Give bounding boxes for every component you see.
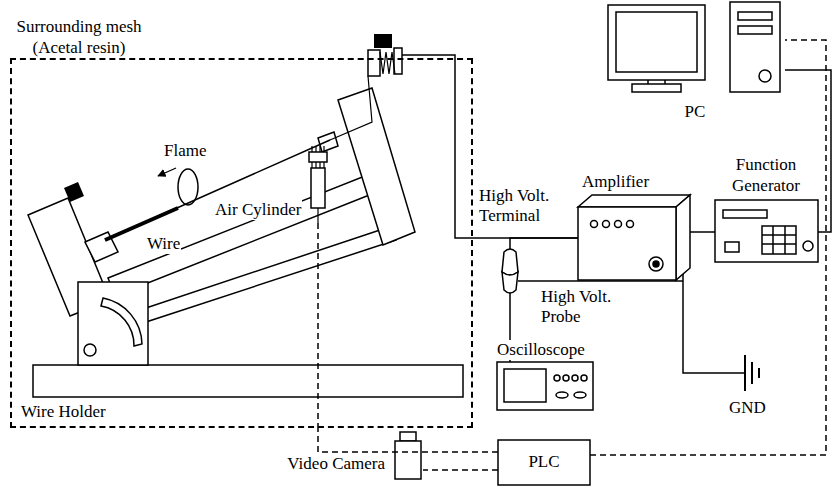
node-heading: Video Camera (287, 454, 385, 474)
holder-base (33, 365, 463, 397)
spring-coil (380, 52, 395, 74)
amp-front (578, 207, 676, 280)
signal-wire (785, 70, 831, 232)
ground-symbol (745, 355, 759, 391)
node-heading: Function Generator (711, 155, 821, 196)
scope-screen (504, 369, 546, 402)
amplifier: Amplifier (578, 193, 690, 282)
scope-input (574, 392, 586, 398)
lower-rail (140, 226, 396, 322)
air-cylinder (311, 168, 325, 208)
wire-label: Wire (146, 234, 181, 254)
power-button (759, 70, 771, 82)
scope-knob (554, 375, 560, 381)
clamp-knob (64, 182, 84, 202)
wire-guide (318, 132, 338, 152)
igniter-bristles (312, 146, 324, 168)
probe-label: High Volt. Probe (540, 287, 634, 328)
fg-keys (762, 226, 796, 254)
amp-knob-center (653, 261, 659, 267)
angle-block (78, 282, 148, 365)
camera-lens (400, 432, 416, 441)
signal-wire (690, 231, 715, 233)
pc-tower (730, 2, 780, 92)
plc-box: PLC (498, 440, 590, 485)
amp-led (603, 221, 610, 228)
wire-to-spring (330, 76, 372, 140)
fg-keypad (762, 226, 796, 254)
camera-body (395, 441, 421, 479)
scope-knob (563, 375, 569, 381)
control-line (318, 428, 498, 452)
tension-knob (374, 34, 392, 48)
wire (105, 140, 330, 240)
terminal-label: High Volt. Terminal (478, 186, 572, 227)
fg-button (725, 242, 739, 252)
amp-led (615, 221, 622, 228)
fg-case (715, 200, 818, 262)
angle-slot (101, 298, 142, 346)
air-line (317, 223, 319, 428)
scope-input (556, 392, 568, 398)
flame-label: Flame (163, 141, 208, 161)
pc-node: PC (605, 0, 785, 122)
monitor-screen (616, 12, 697, 72)
amp-led (627, 221, 634, 228)
amp-side (676, 195, 690, 280)
scope-knob (572, 375, 578, 381)
node-heading: Oscilloscope (497, 340, 585, 360)
flame-symbol (178, 169, 198, 205)
ground-wire (683, 274, 745, 373)
hv-probe-body (502, 272, 518, 293)
spring-mount (368, 50, 380, 76)
hv-wire (402, 55, 473, 238)
ground-label: GND (728, 398, 767, 418)
angle-screw (84, 344, 96, 356)
amp-led (591, 221, 598, 228)
scope-knob (581, 375, 587, 381)
probe-ground-wire (518, 280, 683, 282)
surrounding-mesh: Surrounding mesh (Acetal resin) (10, 58, 473, 428)
drive-bay (738, 26, 772, 34)
control-line (423, 469, 498, 471)
holder-label: Wire Holder (20, 402, 107, 422)
right-plate (338, 88, 415, 245)
cylinder-label: Air Cylinder (214, 200, 302, 220)
spring-cap (394, 48, 402, 74)
cylinder-rod (317, 208, 318, 223)
igniter-head (309, 152, 327, 162)
control-line (590, 40, 826, 455)
function-generator: Function Generator (715, 200, 818, 262)
plc-case (498, 440, 590, 485)
monitor-foot (632, 84, 681, 92)
node-heading: PLC (528, 452, 559, 472)
scope-case (497, 362, 593, 410)
fg-display (723, 210, 767, 218)
amp-knob (649, 257, 663, 271)
hv-probe-head (502, 249, 518, 275)
video-camera: Video Camera (393, 430, 423, 480)
amp-top (578, 195, 690, 207)
node-heading: Surrounding mesh (Acetal resin) (4, 17, 154, 58)
drive-bay (738, 12, 772, 20)
fg-knob (803, 241, 813, 251)
spread-arrow (158, 168, 176, 176)
monitor (608, 5, 705, 80)
node-heading: PC (605, 102, 785, 122)
node-heading: Amplifier (582, 172, 649, 192)
oscilloscope: Oscilloscope (497, 362, 593, 410)
